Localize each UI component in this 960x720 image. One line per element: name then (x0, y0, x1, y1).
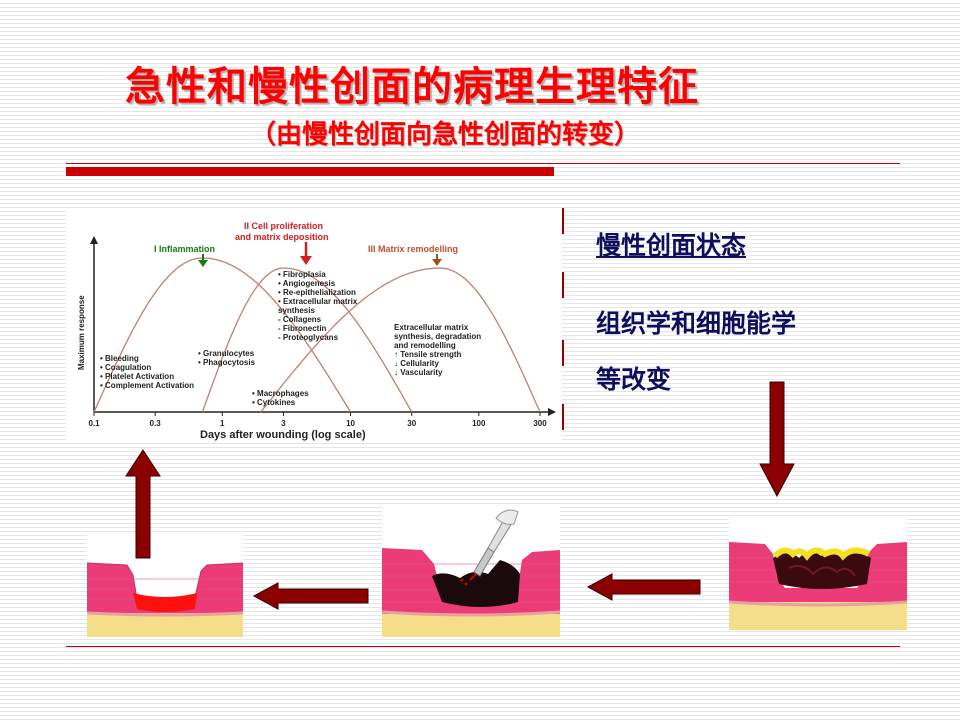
x-axis-label: Days after wounding (log scale) (200, 429, 366, 441)
acute-wound-illustration (86, 535, 244, 637)
annotation-line: • Coagulation (100, 363, 151, 372)
divider-dash (560, 208, 564, 234)
series-line-remodelling (260, 267, 541, 413)
phase-arrow-remodelling-icon (432, 254, 442, 266)
annotation-inflammation: • Bleeding • Coagulation • Platelet Acti… (100, 354, 194, 390)
y-axis-arrow-icon (90, 236, 98, 244)
annotation-line: • Angiogenesis (278, 279, 336, 288)
annotation-line: ↑ Tensile strength (394, 350, 462, 359)
annotation-cells-early: • Granulocytes • Phagocytosis (198, 349, 256, 367)
annotation-line: synthesis (278, 306, 315, 315)
wound-healing-chart: 0.1 0.3 1 3 10 30 100 300 I Inflammation II Cel… (66, 208, 562, 442)
arrow-down-icon (758, 380, 796, 498)
divider-dash (560, 272, 564, 298)
x-tick-label: 0.1 (88, 419, 100, 428)
series-line-proliferation (201, 267, 413, 413)
annotation-remodelling: Extracellular matrix synthesis, degradat… (394, 323, 481, 377)
annotation-cells-late: • Macrophages • Cytokines (252, 389, 309, 407)
divider-dash (560, 340, 564, 366)
slide-title: 急性和慢性创面的病理生理特征 (125, 64, 699, 110)
annotation-line: • Phagocytosis (198, 358, 256, 367)
phase-label-remodelling: III Matrix remodelling (368, 244, 458, 254)
x-tick-label: 3 (281, 419, 286, 428)
phase-label-inflammation: I Inflammation (154, 244, 215, 254)
description-line-1: 组织学和细胞能学 (596, 309, 797, 338)
chronic-wound-illustration (728, 518, 908, 630)
chronic-wound-description: 组织学和细胞能学 等改变 (596, 296, 876, 408)
annotation-line: • Fibroplasia (278, 270, 326, 279)
phase-label-proliferation-2: and matrix deposition (235, 232, 329, 242)
annotation-line: • Re-epithelialization (278, 288, 356, 297)
y-axis-label: Maximum response (77, 295, 86, 370)
annotation-line: - Fibronectin (278, 324, 327, 333)
x-tick-label: 300 (533, 419, 547, 428)
x-axis-arrow-icon (548, 408, 556, 416)
annotation-line: synthesis, degradation (394, 332, 481, 341)
annotation-line: • Complement Activation (100, 381, 194, 390)
annotation-line: • Macrophages (252, 389, 309, 398)
phase-arrow-inflammation-icon (198, 254, 208, 267)
scalpel-icon (460, 509, 519, 586)
series-line-inflammation (93, 257, 352, 413)
phase-arrow-proliferation-icon (300, 242, 312, 265)
annotation-line: - Collagens (278, 315, 322, 324)
title-underline-thin (66, 163, 900, 164)
title-underline-thick (66, 167, 554, 176)
description-line-2: 等改变 (596, 365, 672, 394)
footer-line (66, 646, 900, 647)
annotation-line: and remodelling (394, 341, 456, 350)
slide-subtitle: （由慢性创面向急性创面的转变） (250, 120, 641, 150)
x-tick-label: 30 (407, 419, 416, 428)
x-ticks: 0.1 0.3 1 3 10 30 100 300 (88, 412, 547, 428)
annotation-line: Extracellular matrix (394, 323, 469, 332)
annotation-line: • Cytokines (252, 398, 296, 407)
x-tick-label: 0.3 (150, 419, 162, 428)
debridement-illustration (381, 504, 561, 637)
x-tick-label: 10 (346, 419, 355, 428)
annotation-line: • Bleeding (100, 354, 139, 363)
arrow-left-icon (586, 572, 702, 602)
annotation-line: - Proteoglycans (278, 333, 339, 342)
annotation-line: ↓ Vascularity (394, 368, 443, 377)
annotation-line: • Platelet Activation (100, 372, 174, 381)
arrow-up-icon (124, 448, 162, 560)
chart-svg: 0.1 0.3 1 3 10 30 100 300 I Inflammation II Cel… (77, 221, 556, 441)
phase-label-proliferation-1: II Cell proliferation (244, 221, 323, 231)
annotation-line: • Granulocytes (198, 349, 255, 358)
annotation-line: • Extracellular matrix (278, 297, 358, 306)
x-tick-label: 100 (472, 419, 486, 428)
annotation-proliferation: • Fibroplasia • Angiogenesis • Re-epithe… (278, 270, 358, 342)
chronic-wound-heading: 慢性创面状态 (596, 231, 747, 260)
divider-dash (560, 404, 564, 430)
annotation-line: ↓ Cellularity (394, 359, 439, 368)
arrow-left-icon (252, 581, 370, 611)
x-tick-label: 1 (220, 419, 225, 428)
